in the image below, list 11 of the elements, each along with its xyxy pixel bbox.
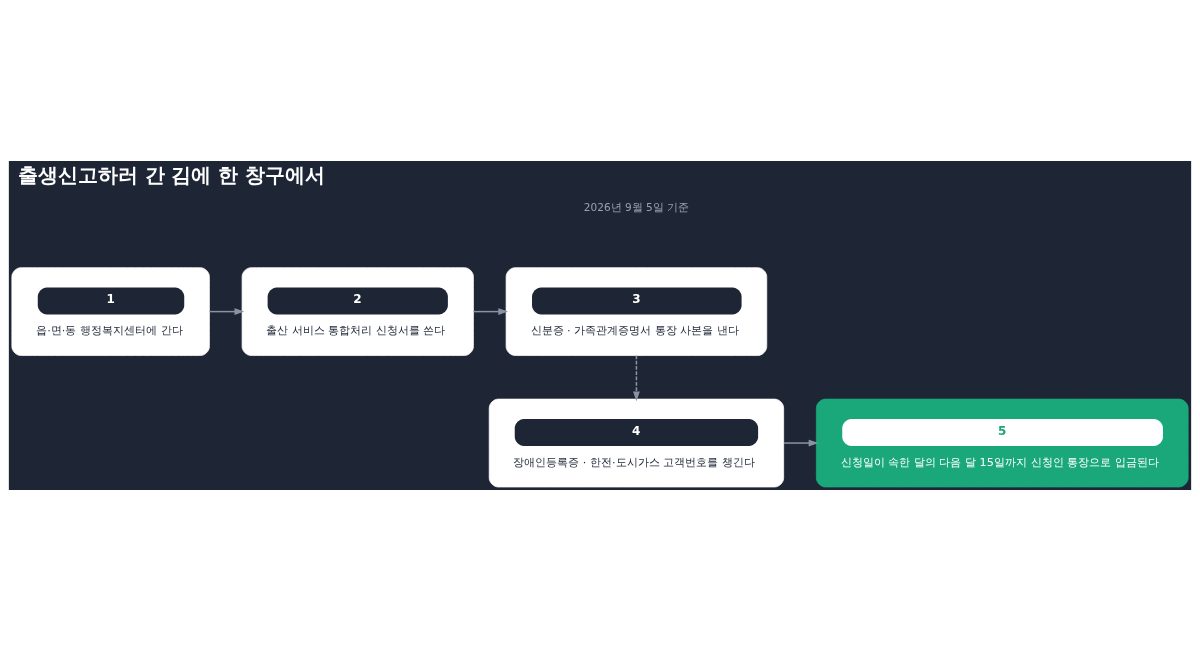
node-box: 2 출산 서비스 통합처리 신청서를 쓴다 [241,267,474,356]
diagram-title: 출생신고하러 간 김에 한 창구에서 [17,163,326,187]
arrow [633,354,640,402]
node-box: 4 장애인등록증 · 한전·도시가스 고객번호를 챙긴다 [488,398,785,488]
node-box: 1 읍·면·동 행정복지센터에 간다 [11,267,210,356]
node-box: 5 신청일이 속한 달의 다음 달 15일까지 신청인 통장으로 입금된다 [815,398,1189,488]
label: 2026년 9월 5일 기준 [583,200,689,213]
arrow [208,308,245,316]
node-box: 3 신분증 · 가족관계증명서 통장 사본을 낸다 [505,267,768,356]
arrow [783,439,819,447]
arrow [472,308,509,316]
